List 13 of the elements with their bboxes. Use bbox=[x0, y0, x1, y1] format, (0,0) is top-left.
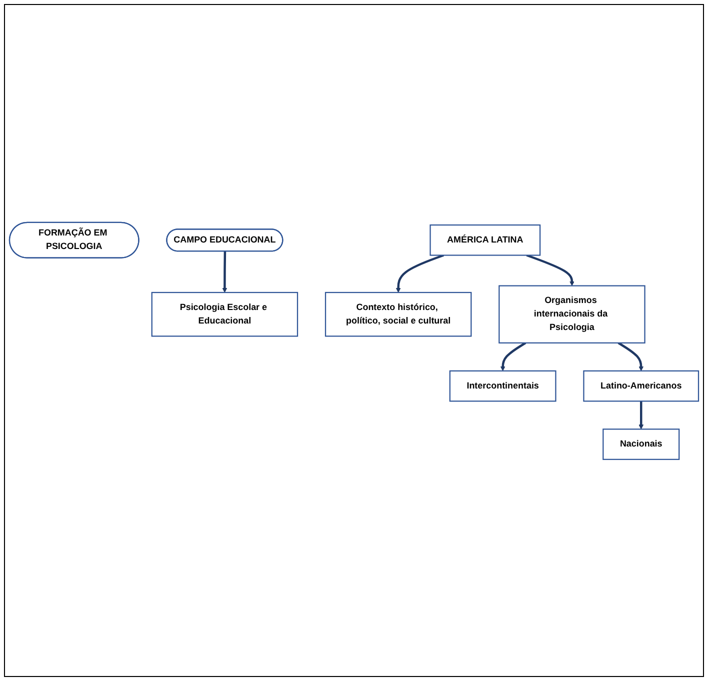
node-box: Contexto histórico, político, social e cultural bbox=[324, 291, 472, 336]
node-box: Organismos internacionais da Psicologia bbox=[498, 284, 646, 344]
node-box: Nacionais bbox=[602, 428, 680, 460]
arrow bbox=[526, 254, 574, 286]
node-box: AMÉRICA LATINA bbox=[430, 224, 541, 256]
arrow bbox=[500, 342, 526, 371]
node-box: Intercontinentais bbox=[449, 370, 556, 402]
arrow bbox=[638, 400, 644, 429]
arrow bbox=[222, 250, 228, 292]
arrow bbox=[618, 342, 644, 371]
node-box: Latino-Americanos bbox=[583, 370, 700, 402]
node-box: Psicologia Escolar e Educacional bbox=[151, 291, 298, 336]
arrow bbox=[396, 254, 444, 292]
